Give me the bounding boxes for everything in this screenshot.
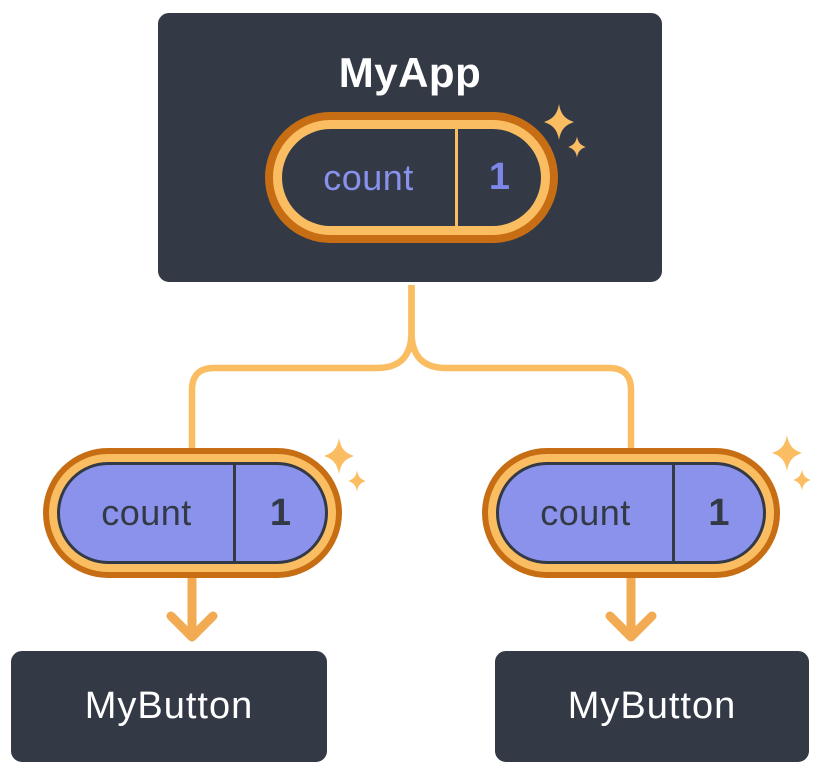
prop-value: 1	[269, 491, 292, 534]
state-pill-core: count 1	[282, 129, 541, 226]
state-name: count	[323, 156, 414, 198]
state-pill-myapp: count 1	[265, 112, 558, 243]
sparkle-icon	[772, 435, 811, 491]
component-label: MyButton	[84, 685, 254, 727]
prop-pill-core: count 1	[57, 462, 328, 564]
component-label: MyButton	[567, 685, 737, 727]
component-box-mybutton-left: MyButton	[8, 648, 330, 765]
prop-pill-core: count 1	[496, 462, 766, 564]
prop-value: 1	[708, 491, 730, 534]
arrow-down-icon	[166, 573, 218, 642]
pill-divider	[455, 129, 458, 226]
prop-name: count	[101, 492, 192, 533]
arrow-down-icon	[605, 573, 657, 642]
component-box-mybutton-right: MyButton	[492, 648, 812, 765]
connector-parent-to-left-child	[188, 279, 415, 456]
pill-divider	[233, 465, 236, 561]
connector-parent-to-right-child	[408, 279, 635, 456]
component-label: MyApp	[338, 49, 482, 96]
prop-pill-right: count 1	[482, 448, 780, 578]
prop-name: count	[540, 492, 631, 533]
pill-divider	[672, 465, 675, 561]
state-value: 1	[488, 156, 511, 198]
prop-pill-left: count 1	[43, 448, 342, 578]
